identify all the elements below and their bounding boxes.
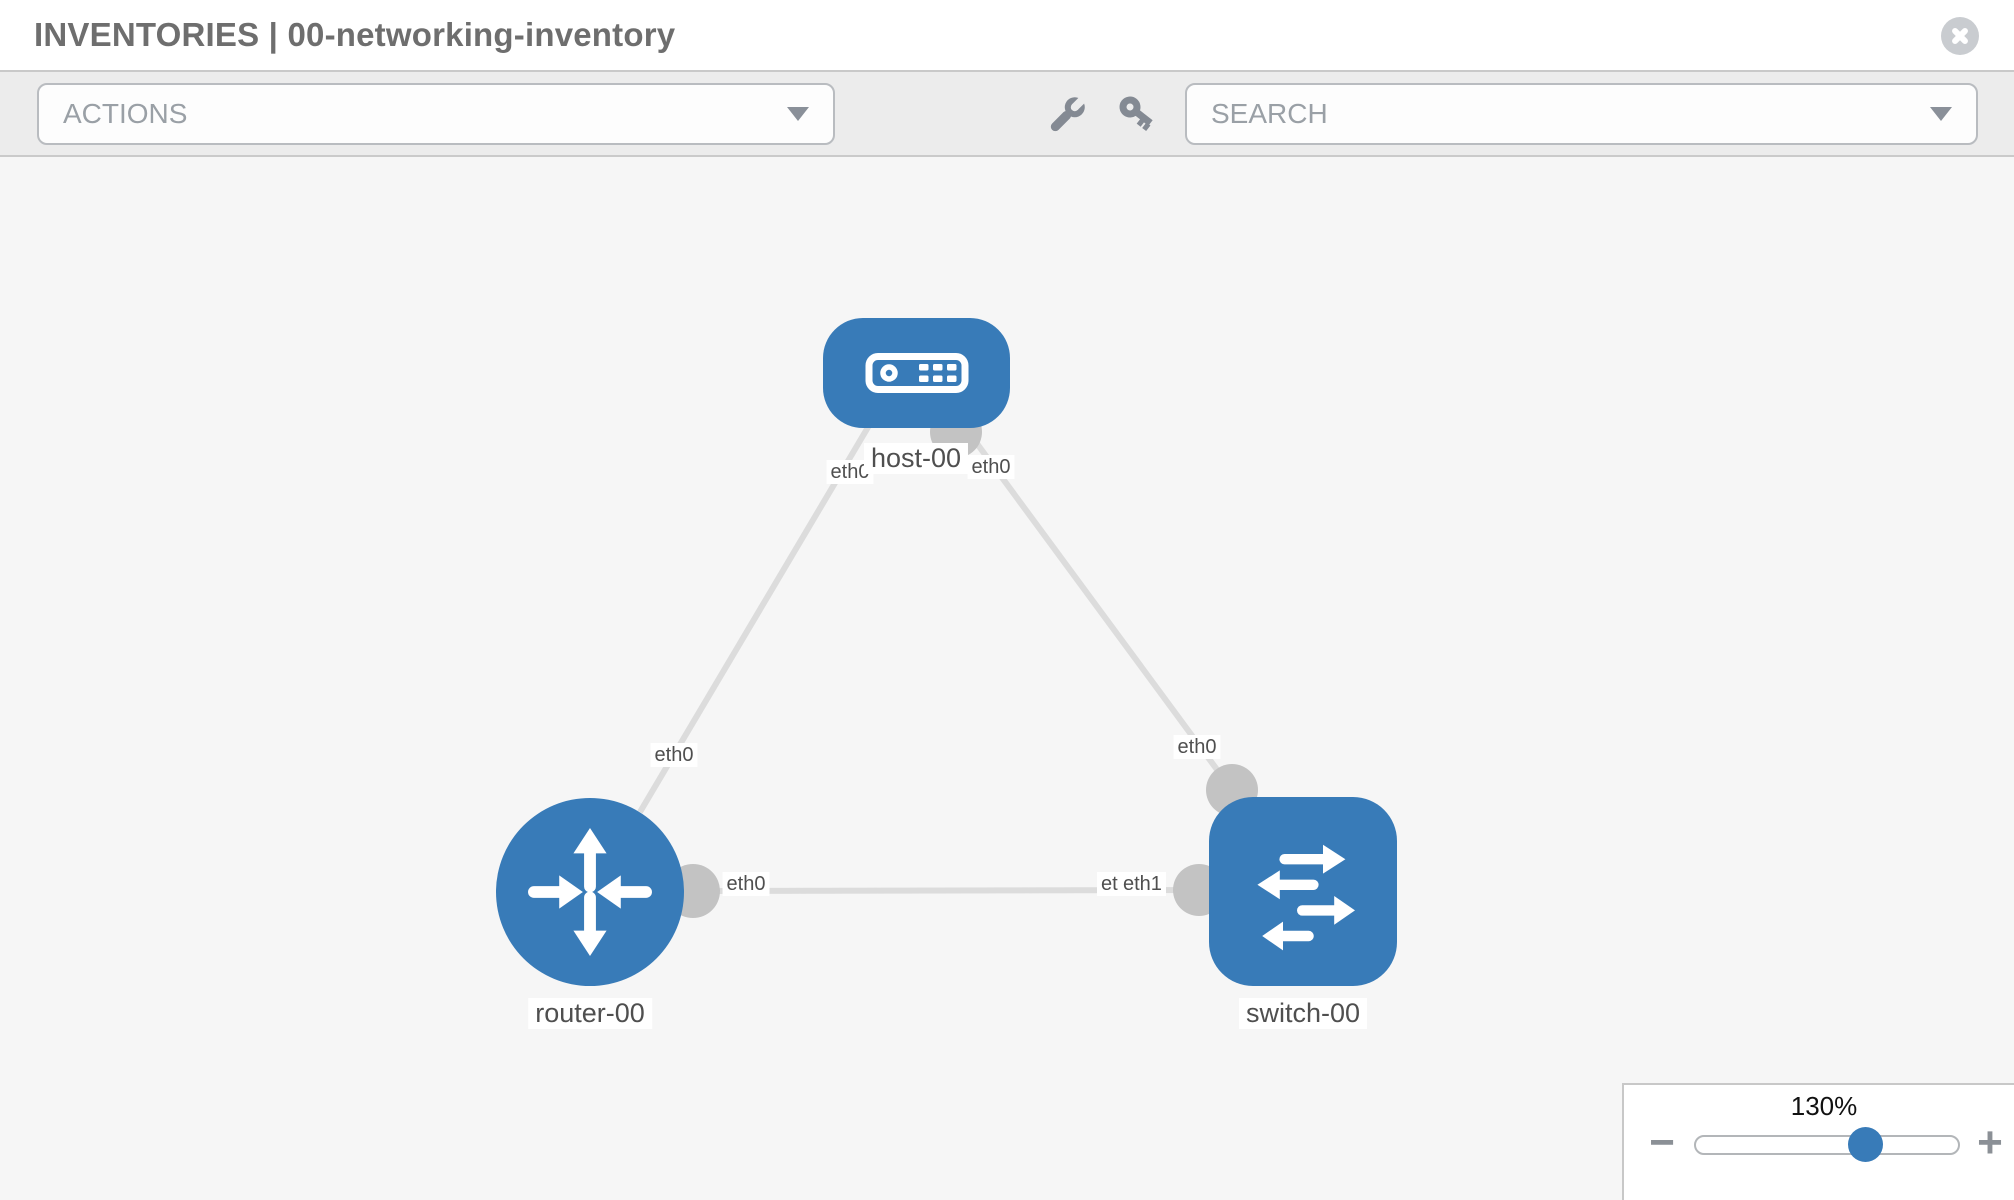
search-dropdown-label: SEARCH — [1211, 98, 1328, 129]
topology-canvas[interactable]: eth0 eth0 eth0 eth0 eth0 eth0 eth1 host-… — [0, 157, 2014, 1200]
server-icon — [865, 353, 968, 393]
zoom-level: 130% — [1790, 1091, 1858, 1121]
node-host-00[interactable] — [823, 318, 1010, 428]
interface-label-switch-eth0-top: eth0 — [1173, 735, 1221, 759]
router-icon — [528, 828, 652, 956]
zoom-slider-thumb[interactable] — [1848, 1127, 1883, 1162]
actions-dropdown-label: ACTIONS — [63, 98, 188, 129]
node-switch-00[interactable] — [1209, 797, 1397, 986]
page-title: INVENTORIES | 00-networking-inventory — [34, 16, 676, 53]
interface-label-host-eth0-right: eth0 — [967, 455, 1015, 479]
close-button[interactable] — [1941, 17, 1979, 55]
actions-dropdown[interactable]: ACTIONS — [37, 83, 835, 145]
switch-icon — [1257, 844, 1355, 950]
chevron-down-icon — [787, 107, 809, 121]
header: INVENTORIES | 00-networking-inventory — [0, 0, 2014, 70]
interface-label-switch-eth1-left: eth1 — [1119, 872, 1166, 896]
node-label-router-00: router-00 — [528, 998, 652, 1029]
zoom-out-button[interactable]: − — [1649, 1118, 1675, 1167]
node-router-00[interactable] — [496, 798, 684, 986]
interface-label-host-eth0-left: eth0 — [826, 460, 874, 484]
zoom-control: 130% − + — [1622, 1083, 2014, 1200]
node-label-host-00: host-00 — [863, 443, 969, 474]
interface-label-router-eth0-top: eth0 — [650, 743, 698, 767]
key-icon[interactable] — [1112, 90, 1162, 140]
toolbar: ACTIONS SEARCH — [0, 70, 2014, 157]
zoom-in-button[interactable]: + — [1977, 1118, 2003, 1167]
wrench-icon[interactable] — [1042, 90, 1092, 140]
search-dropdown[interactable]: SEARCH — [1185, 83, 1978, 145]
topology-links — [637, 405, 1258, 918]
node-label-switch-00: switch-00 — [1238, 998, 1368, 1029]
zoom-slider[interactable] — [1694, 1135, 1960, 1155]
chevron-down-icon — [1930, 107, 1952, 121]
interface-label-router-eth0-right: eth0 — [722, 872, 770, 896]
